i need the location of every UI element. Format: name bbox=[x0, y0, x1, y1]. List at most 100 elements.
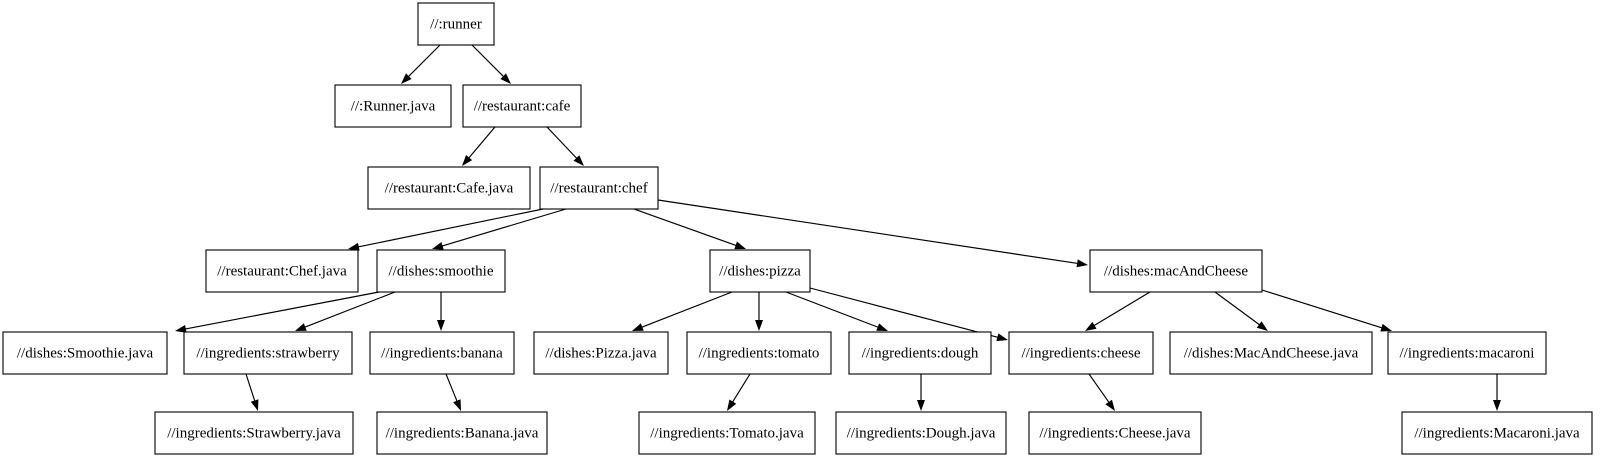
edge-arrowhead-icon bbox=[401, 73, 412, 84]
node-box[interactable] bbox=[1169, 331, 1373, 375]
graph-node-ing_dough[interactable]: //ingredients:dough bbox=[848, 331, 992, 375]
node-label: //ingredients:Cheese.java bbox=[1039, 425, 1191, 441]
graph-edge bbox=[1088, 373, 1115, 411]
edge-arrowhead-icon bbox=[295, 323, 307, 331]
graph-edge bbox=[1261, 289, 1392, 332]
edge-arrowhead-icon bbox=[917, 400, 925, 411]
edge-arrowhead-icon bbox=[250, 399, 259, 411]
edge-line bbox=[640, 291, 733, 329]
graph-node-ing_cheese[interactable]: //ingredients:cheese bbox=[1008, 331, 1154, 375]
graph-node-dishes_pizza[interactable]: //dishes:pizza bbox=[709, 249, 811, 293]
node-box[interactable] bbox=[369, 331, 515, 375]
graph-edge bbox=[295, 291, 396, 331]
graph-node-mac_java[interactable]: //dishes:MacAndCheese.java bbox=[1169, 331, 1373, 375]
edge-arrowhead-icon bbox=[876, 323, 888, 331]
graph-node-dishes_smoothie[interactable]: //dishes:smoothie bbox=[376, 249, 506, 293]
node-box[interactable] bbox=[376, 411, 548, 455]
node-label: //restaurant:Cafe.java bbox=[385, 180, 514, 196]
graph-node-macaroni_java[interactable]: //ingredients:Macaroni.java bbox=[1401, 411, 1593, 455]
edge-arrowhead-icon bbox=[573, 155, 584, 166]
edge-line bbox=[303, 291, 396, 329]
graph-edge bbox=[755, 292, 763, 331]
graph-node-smoothie_java[interactable]: //dishes:Smoothie.java bbox=[2, 331, 168, 375]
edge-arrowhead-icon bbox=[1105, 399, 1115, 411]
node-label: //restaurant:Chef.java bbox=[217, 263, 347, 279]
graph-node-banana_java[interactable]: //ingredients:Banana.java bbox=[376, 411, 548, 455]
node-box[interactable] bbox=[533, 331, 669, 375]
edge-line bbox=[1261, 289, 1384, 329]
node-label: //ingredients:Strawberry.java bbox=[167, 425, 341, 441]
graph-node-dishes_mac[interactable]: //dishes:macAndCheese bbox=[1089, 249, 1263, 293]
node-box[interactable] bbox=[334, 84, 452, 128]
edge-arrowhead-icon bbox=[1085, 321, 1097, 331]
node-label: //dishes:Smoothie.java bbox=[17, 345, 154, 361]
graph-node-cafe_java[interactable]: //restaurant:Cafe.java bbox=[367, 166, 531, 210]
edge-line bbox=[657, 199, 1079, 265]
node-box[interactable] bbox=[709, 249, 811, 293]
edge-arrowhead-icon bbox=[175, 325, 187, 333]
node-box[interactable] bbox=[1008, 331, 1154, 375]
node-box[interactable] bbox=[367, 166, 531, 210]
edge-line bbox=[731, 373, 751, 404]
edge-arrowhead-icon bbox=[734, 241, 746, 250]
node-label: //ingredients:dough bbox=[862, 345, 979, 361]
edge-line bbox=[785, 291, 880, 329]
node-box[interactable] bbox=[183, 331, 353, 375]
graph-node-cheese_java[interactable]: //ingredients:Cheese.java bbox=[1028, 411, 1202, 455]
node-box[interactable] bbox=[1028, 411, 1202, 455]
edge-line bbox=[245, 373, 256, 403]
graph-node-tomato_java[interactable]: //ingredients:Tomato.java bbox=[638, 411, 816, 455]
node-box[interactable] bbox=[848, 331, 992, 375]
node-label: //dishes:pizza bbox=[719, 263, 801, 279]
node-box[interactable] bbox=[154, 411, 354, 455]
node-label: //restaurant:chef bbox=[550, 180, 647, 196]
graph-edge bbox=[1493, 374, 1501, 411]
node-label: //ingredients:Banana.java bbox=[386, 425, 539, 441]
node-box[interactable] bbox=[686, 331, 832, 375]
node-box[interactable] bbox=[205, 249, 359, 293]
graph-edge bbox=[175, 291, 380, 333]
node-box[interactable] bbox=[638, 411, 816, 455]
graph-node-restaurant_chef[interactable]: //restaurant:chef bbox=[539, 166, 659, 210]
node-box[interactable] bbox=[1089, 249, 1263, 293]
edge-arrowhead-icon bbox=[500, 73, 511, 84]
graph-node-pizza_java[interactable]: //dishes:Pizza.java bbox=[533, 331, 669, 375]
graph-edge bbox=[1214, 291, 1268, 331]
node-box[interactable] bbox=[376, 249, 506, 293]
node-box[interactable] bbox=[539, 166, 659, 210]
graph-node-runner_java[interactable]: //:Runner.java bbox=[334, 84, 452, 128]
node-label: //ingredients:strawberry bbox=[196, 345, 340, 361]
node-box[interactable] bbox=[462, 84, 582, 128]
node-label: //dishes:smoothie bbox=[389, 263, 494, 279]
graph-node-ing_strawberry[interactable]: //ingredients:strawberry bbox=[183, 331, 353, 375]
edge-arrowhead-icon bbox=[453, 399, 461, 411]
graph-edge bbox=[727, 373, 751, 411]
edge-arrowhead-icon bbox=[996, 333, 1008, 342]
node-box[interactable] bbox=[2, 331, 168, 375]
node-label: //ingredients:cheese bbox=[1021, 345, 1140, 361]
graph-node-ing_banana[interactable]: //ingredients:banana bbox=[369, 331, 515, 375]
graph-edge bbox=[445, 373, 461, 411]
graph-node-dough_java[interactable]: //ingredients:Dough.java bbox=[835, 411, 1007, 455]
edge-line bbox=[467, 126, 496, 160]
node-box[interactable] bbox=[417, 2, 495, 46]
node-box[interactable] bbox=[1401, 411, 1593, 455]
graph-node-strawberry_java[interactable]: //ingredients:Strawberry.java bbox=[154, 411, 354, 455]
node-label: //ingredients:Macaroni.java bbox=[1414, 425, 1580, 441]
graph-edge bbox=[917, 374, 925, 411]
node-box[interactable] bbox=[835, 411, 1007, 455]
graph-node-chef_java[interactable]: //restaurant:Chef.java bbox=[205, 249, 359, 293]
graph-node-ing_macaroni[interactable]: //ingredients:macaroni bbox=[1387, 331, 1547, 375]
edge-line bbox=[546, 126, 578, 160]
graph-node-ing_tomato[interactable]: //ingredients:tomato bbox=[686, 331, 832, 375]
graph-node-restaurant_cafe[interactable]: //restaurant:cafe bbox=[462, 84, 582, 128]
node-label: //dishes:macAndCheese bbox=[1104, 263, 1248, 279]
edge-arrowhead-icon bbox=[727, 399, 737, 411]
graph-edge bbox=[809, 287, 1008, 342]
graph-edge bbox=[632, 291, 733, 331]
node-box[interactable] bbox=[1387, 331, 1547, 375]
graph-edge bbox=[401, 44, 441, 84]
edge-arrowhead-icon bbox=[462, 155, 473, 166]
graph-node-runner[interactable]: //:runner bbox=[417, 2, 495, 46]
